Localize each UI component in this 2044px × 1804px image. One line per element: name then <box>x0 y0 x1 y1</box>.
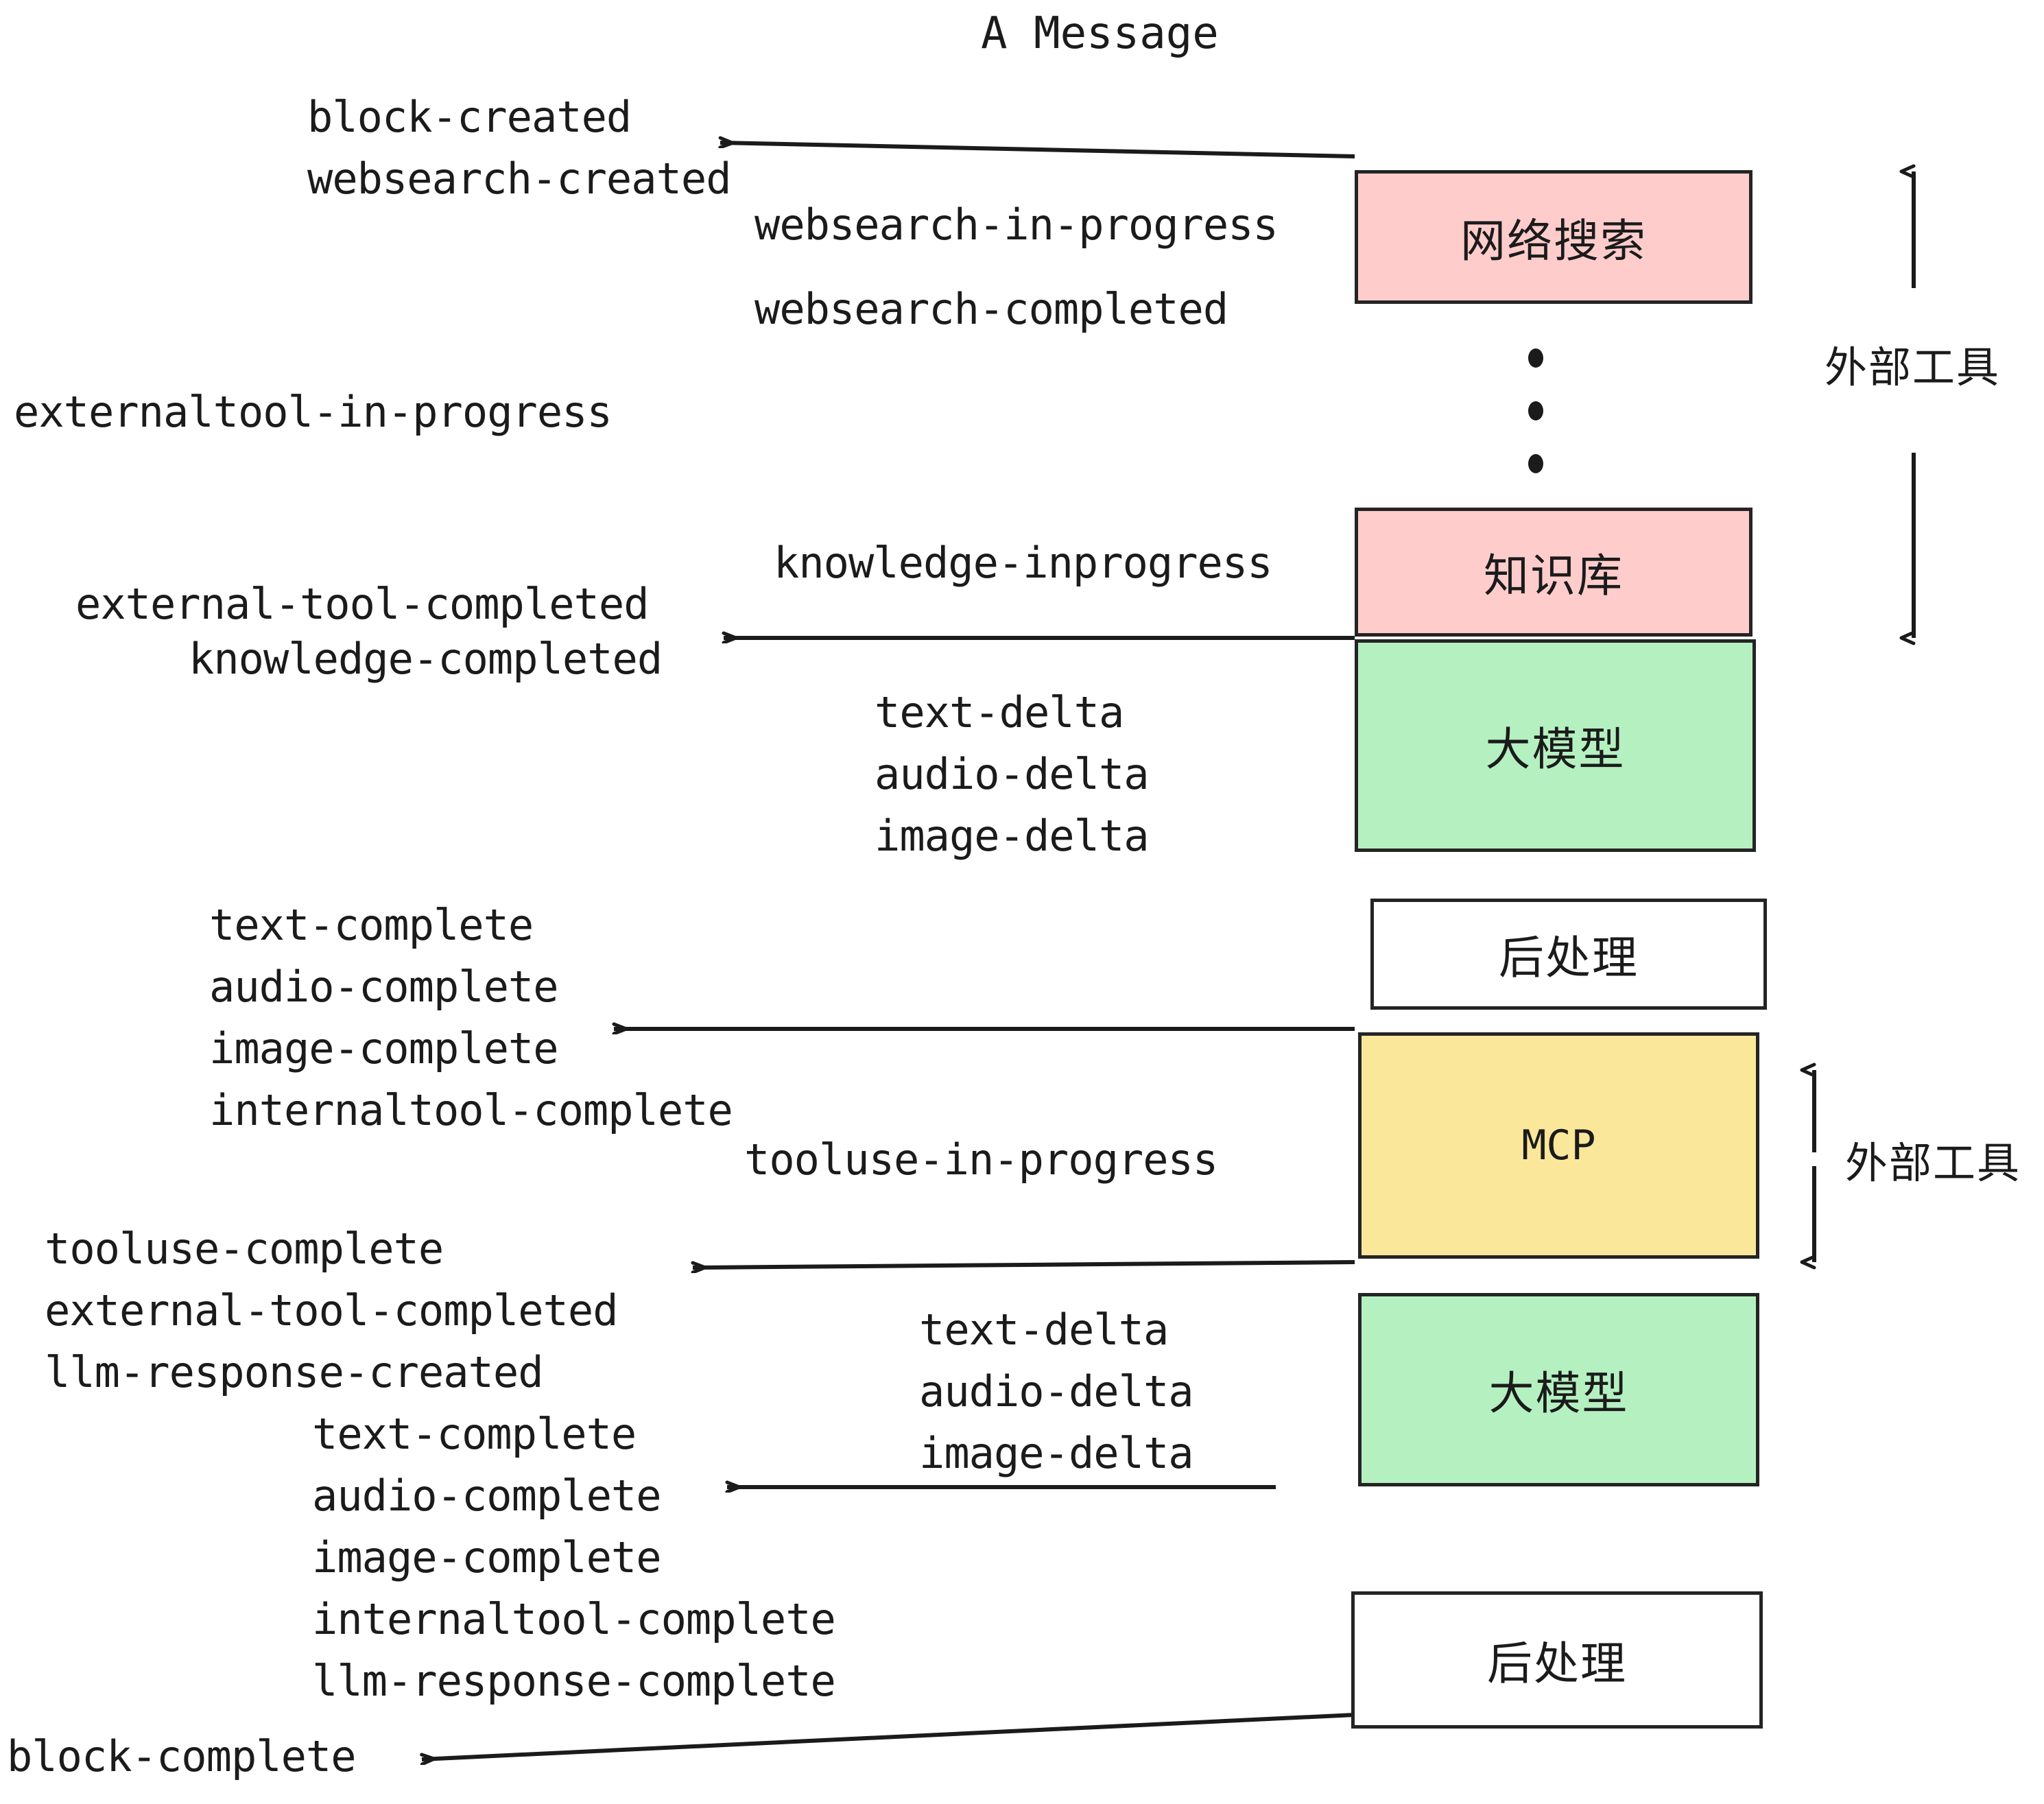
box-llm-bottom: 大模型 <box>1358 1293 1759 1486</box>
event-knowledge-inprogress: knowledge-inprogress <box>774 538 1273 588</box>
event-externaltool-in-progress: externaltool-in-progress <box>14 387 613 437</box>
event-audio-complete-2: audio-complete <box>312 1471 662 1521</box>
event-image-delta-2: image-delta <box>919 1428 1194 1478</box>
box-postprocessing-top-label: 后处理 <box>1499 931 1639 984</box>
box-postprocessing-bottom-label: 后处理 <box>1487 1637 1627 1690</box>
event-tooluse-complete: tooluse-complete <box>45 1224 444 1274</box>
external-tools-bottom-label: 外部工具 <box>1845 1138 2021 1188</box>
box-mcp-label: MCP <box>1521 1121 1596 1170</box>
event-websearch-in-progress: websearch-in-progress <box>754 200 1279 250</box>
event-audio-delta-2: audio-delta <box>919 1366 1194 1416</box>
ellipsis-dot-3 <box>1528 454 1543 473</box>
event-block-complete: block-complete <box>7 1731 357 1781</box>
event-text-delta-1: text-delta <box>875 687 1124 737</box>
event-websearch-completed: websearch-completed <box>754 284 1228 334</box>
event-image-delta-1: image-delta <box>875 811 1150 861</box>
event-internaltool-complete-2: internaltool-complete <box>312 1594 836 1644</box>
event-text-complete-1: text-complete <box>209 900 534 950</box>
event-image-complete-1: image-complete <box>209 1023 559 1073</box>
box-knowledge: 知识库 <box>1355 508 1752 637</box>
event-llm-response-created: llm-response-created <box>45 1347 544 1397</box>
box-knowledge-label: 知识库 <box>1484 549 1624 602</box>
event-text-complete-2: text-complete <box>312 1409 637 1459</box>
box-websearch-label: 网络搜索 <box>1460 214 1647 268</box>
event-internaltool-complete-1: internaltool-complete <box>209 1085 733 1135</box>
ellipsis-dot-2 <box>1528 401 1543 420</box>
event-knowledge-completed: knowledge-completed <box>189 634 663 684</box>
event-tooluse-in-progress: tooluse-in-progress <box>744 1135 1218 1185</box>
arrow-websearch-to-created <box>720 143 1355 158</box>
event-external-tool-completed-2: external-tool-completed <box>45 1285 619 1336</box>
box-llm-bottom-label: 大模型 <box>1488 1367 1629 1420</box>
event-block-created: block-created <box>307 92 632 142</box>
box-postprocessing-bottom: 后处理 <box>1351 1591 1763 1729</box>
box-websearch: 网络搜索 <box>1355 170 1752 304</box>
box-llm-top: 大模型 <box>1355 639 1756 852</box>
box-llm-top-label: 大模型 <box>1485 723 1626 776</box>
event-audio-complete-1: audio-complete <box>209 962 559 1012</box>
event-llm-response-complete: llm-response-complete <box>312 1656 836 1706</box>
arrow-postproc-to-block-complete <box>422 1713 1355 1759</box>
page-title: A Message <box>981 8 1219 59</box>
event-websearch-created: websearch-created <box>307 154 732 204</box>
arrow-mcp-to-tooluse-complete <box>693 1260 1355 1268</box>
box-mcp: MCP <box>1358 1032 1759 1259</box>
box-postprocessing-top: 后处理 <box>1370 899 1767 1010</box>
external-tools-top-label: 外部工具 <box>1825 342 2001 392</box>
event-text-delta-2: text-delta <box>919 1305 1169 1355</box>
event-external-tool-completed-1: external-tool-completed <box>75 579 650 629</box>
event-audio-delta-1: audio-delta <box>875 749 1150 799</box>
event-image-complete-2: image-complete <box>312 1532 662 1582</box>
ellipsis-dot-1 <box>1528 348 1543 368</box>
